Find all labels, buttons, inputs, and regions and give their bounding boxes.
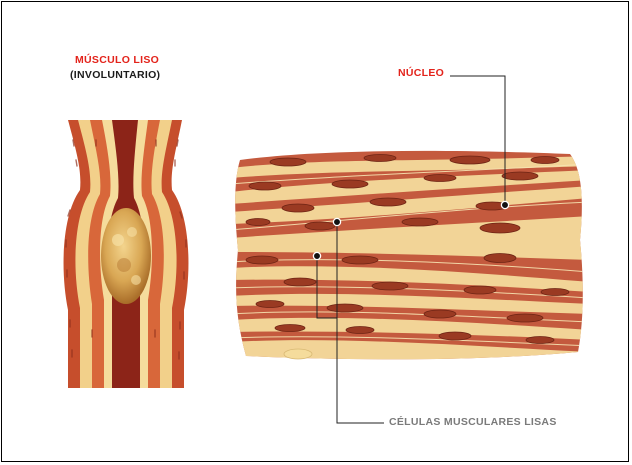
loose-cell-fragment (284, 349, 312, 359)
food-bolus (101, 208, 151, 304)
muscle-tissue-illustration (230, 145, 590, 365)
muscle-tube-illustration (64, 120, 189, 388)
